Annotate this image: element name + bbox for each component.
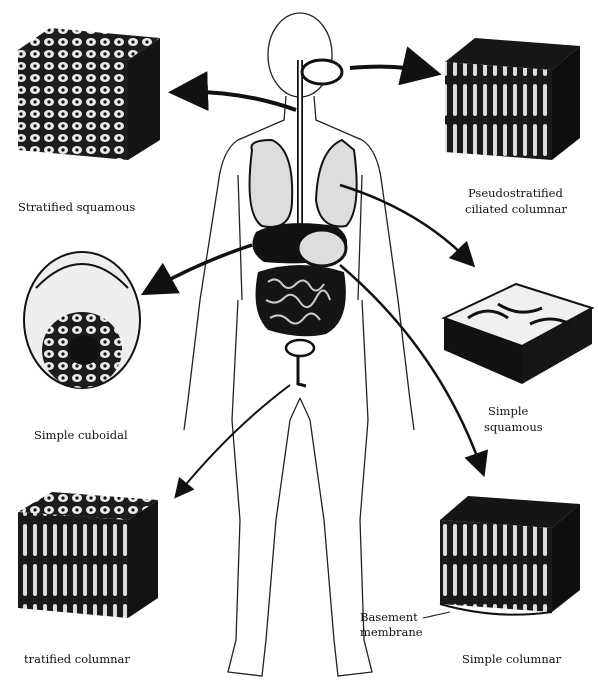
label-stratified-columnar: tratified columnar [24, 652, 130, 666]
internal-organs [250, 60, 357, 386]
label-stratified-squamous: Stratified squamous [18, 200, 135, 214]
stratified-columnar-block [18, 492, 158, 618]
arrow-to-stratified-squamous [180, 92, 296, 110]
label-pseudostratified-line2: ciliated columnar [465, 202, 567, 216]
basement-membrane-pointer [423, 612, 450, 618]
stratified-squamous-block [18, 28, 160, 160]
label-basement-line2: membrane [360, 625, 423, 639]
simple-columnar-block [440, 496, 580, 615]
arrow-to-simple-cuboidal [150, 245, 252, 290]
label-simple-cuboidal: Simple cuboidal [34, 428, 128, 442]
label-pseudostratified-line1: Pseudostratified [468, 186, 563, 200]
pointer-arrows [150, 67, 482, 618]
label-basement-line1: Basement [360, 610, 418, 624]
label-simple-squamous-line2: squamous [484, 420, 543, 434]
simple-cuboidal-block [24, 252, 140, 388]
simple-squamous-block [444, 284, 592, 384]
pseudostratified-ciliated-columnar-block [445, 38, 580, 160]
label-simple-squamous-line1: Simple [488, 404, 528, 418]
arrow-to-pseudostratified [350, 67, 430, 72]
arrow-to-simple-columnar [340, 265, 482, 470]
label-simple-columnar: Simple columnar [462, 652, 561, 666]
